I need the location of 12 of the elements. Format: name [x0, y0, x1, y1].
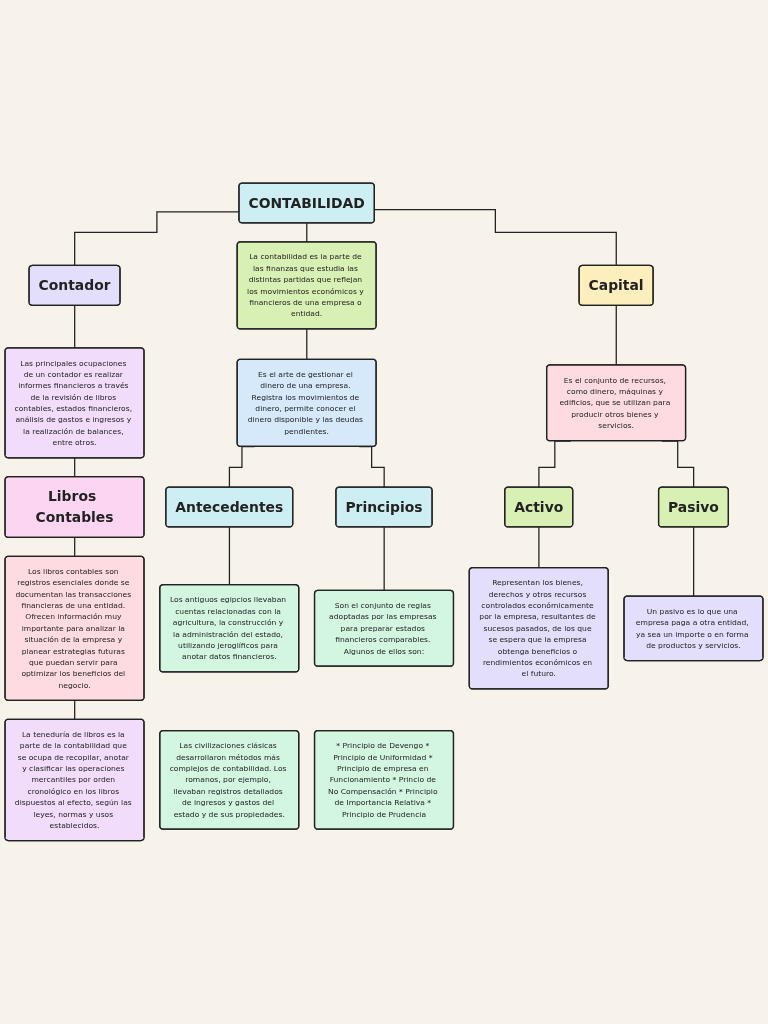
connector — [228, 526, 231, 586]
connector — [693, 526, 695, 598]
connector — [74, 537, 76, 558]
connector — [374, 209, 618, 267]
connector — [538, 526, 540, 569]
connector — [383, 526, 385, 592]
connector — [74, 700, 76, 721]
connector — [615, 305, 618, 367]
connector — [74, 457, 76, 478]
connector — [306, 222, 308, 243]
connector — [74, 305, 76, 350]
connector — [306, 328, 308, 361]
